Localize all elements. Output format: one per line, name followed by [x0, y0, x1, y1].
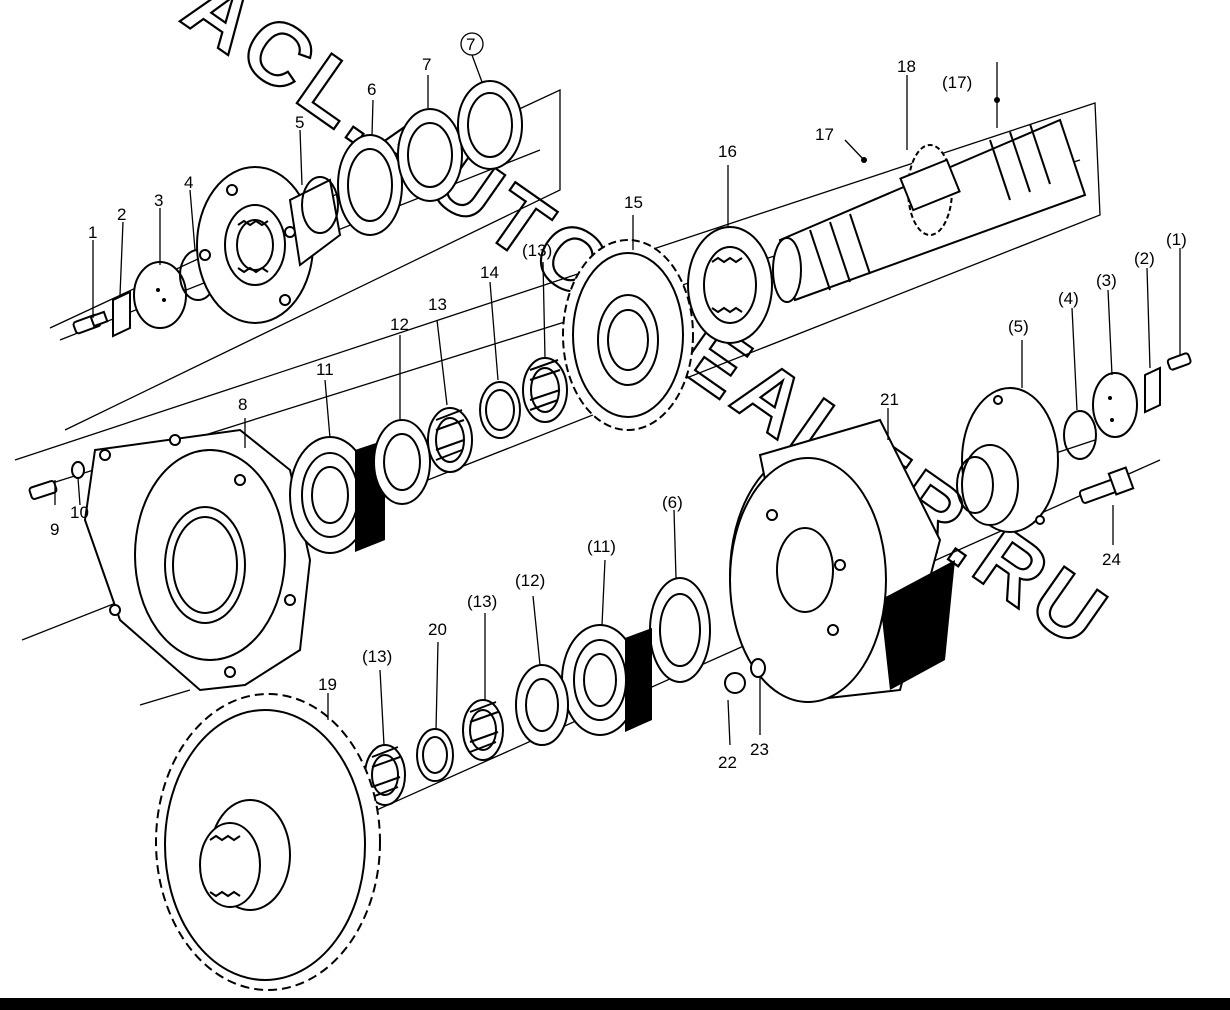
- label-p6: (6): [662, 493, 683, 512]
- label-p1: (1): [1166, 230, 1187, 249]
- label-3: 3: [154, 191, 163, 210]
- part-3-cover-plate-b: [1092, 372, 1138, 438]
- middle-panel-frame: [14, 102, 1101, 641]
- label-4: 4: [184, 173, 193, 192]
- label-p13-lower-a: (13): [467, 592, 497, 611]
- part-12-spacer: [373, 419, 431, 505]
- part-11-ball-bearing: [289, 436, 385, 554]
- label-p11: (11): [587, 537, 616, 556]
- label-p4: (4): [1058, 289, 1079, 308]
- part-24-bolt: [1078, 466, 1135, 504]
- part-10-washer: [71, 461, 85, 479]
- part-7-thrust-ring-a: [397, 108, 463, 202]
- part-13-needle-bearing: [427, 407, 473, 473]
- part-7-thrust-ring-b: [457, 80, 523, 170]
- bottom-black-bar: [0, 998, 1230, 1010]
- label-24: 24: [1102, 550, 1121, 569]
- label-1: 1: [88, 223, 97, 242]
- leader-lines: [54, 54, 1181, 746]
- label-13: 13: [428, 295, 447, 314]
- label-6: 6: [367, 80, 376, 99]
- label-19: 19: [318, 675, 337, 694]
- part-6-bearing-race: [649, 577, 711, 683]
- callout-labels: 1 2 3 4 5 6 7 7 8 9 10 11 12 13 14 15 16…: [50, 32, 1187, 772]
- part-13-needle-bearing-b: [522, 357, 568, 423]
- label-22: 22: [718, 753, 737, 772]
- label-7-circle: [460, 32, 484, 56]
- part-15-gear: [562, 239, 694, 431]
- label-p3: (3): [1096, 271, 1117, 290]
- part-3-cover-plate: [133, 261, 187, 329]
- part-8-housing-cover: [83, 428, 312, 692]
- part-20-ring: [416, 728, 454, 782]
- label-7: 7: [422, 55, 431, 74]
- part-23-washer: [750, 658, 766, 678]
- part-18-output-shaft: [772, 118, 1087, 303]
- label-10: 10: [70, 503, 89, 522]
- part-16-sleeve: [687, 226, 773, 344]
- label-p2: (2): [1134, 249, 1155, 268]
- label-p13-middle: (13): [522, 241, 552, 260]
- label-16: 16: [718, 142, 737, 161]
- part-2-lock-plate-b: [1144, 366, 1161, 414]
- part-6-bearing-ring: [337, 134, 403, 236]
- label-23: 23: [750, 740, 769, 759]
- label-9: 9: [50, 520, 59, 539]
- label-12: 12: [390, 315, 409, 334]
- part-14-ring: [479, 381, 521, 439]
- label-5: 5: [295, 113, 304, 132]
- part-1-bolt: [72, 310, 109, 335]
- label-p12: (12): [515, 571, 545, 590]
- label-11: 11: [316, 360, 334, 379]
- label-18: 18: [897, 57, 916, 76]
- label-7-circled: 7: [466, 35, 475, 54]
- part-13-needle-bearing-c: [462, 699, 504, 761]
- part-4-o-ring-b: [1063, 410, 1097, 460]
- part-21-clutch-drum: [729, 418, 955, 703]
- label-2: 2: [117, 205, 126, 224]
- label-21: 21: [880, 390, 899, 409]
- part-22-nut: [724, 672, 746, 694]
- label-14: 14: [480, 263, 499, 282]
- label-20: 20: [428, 620, 447, 639]
- part-12-spacer-b: [515, 664, 569, 746]
- part-5-flange-hub: [196, 166, 342, 324]
- part-9-bolt: [28, 480, 58, 500]
- part-5-flange-hub-b: [956, 387, 1059, 533]
- part-2-lock-plate: [112, 290, 131, 338]
- label-p17: (17): [942, 73, 972, 92]
- part-19-large-gear: [155, 693, 381, 991]
- part-1-bolt-b: [1166, 352, 1192, 371]
- label-p13-lower-b: (13): [362, 647, 392, 666]
- part-11-ball-bearing-b: [561, 624, 652, 736]
- label-p5: (5): [1008, 317, 1029, 336]
- label-8: 8: [238, 395, 247, 414]
- label-15: 15: [624, 193, 643, 212]
- label-17: 17: [815, 125, 834, 144]
